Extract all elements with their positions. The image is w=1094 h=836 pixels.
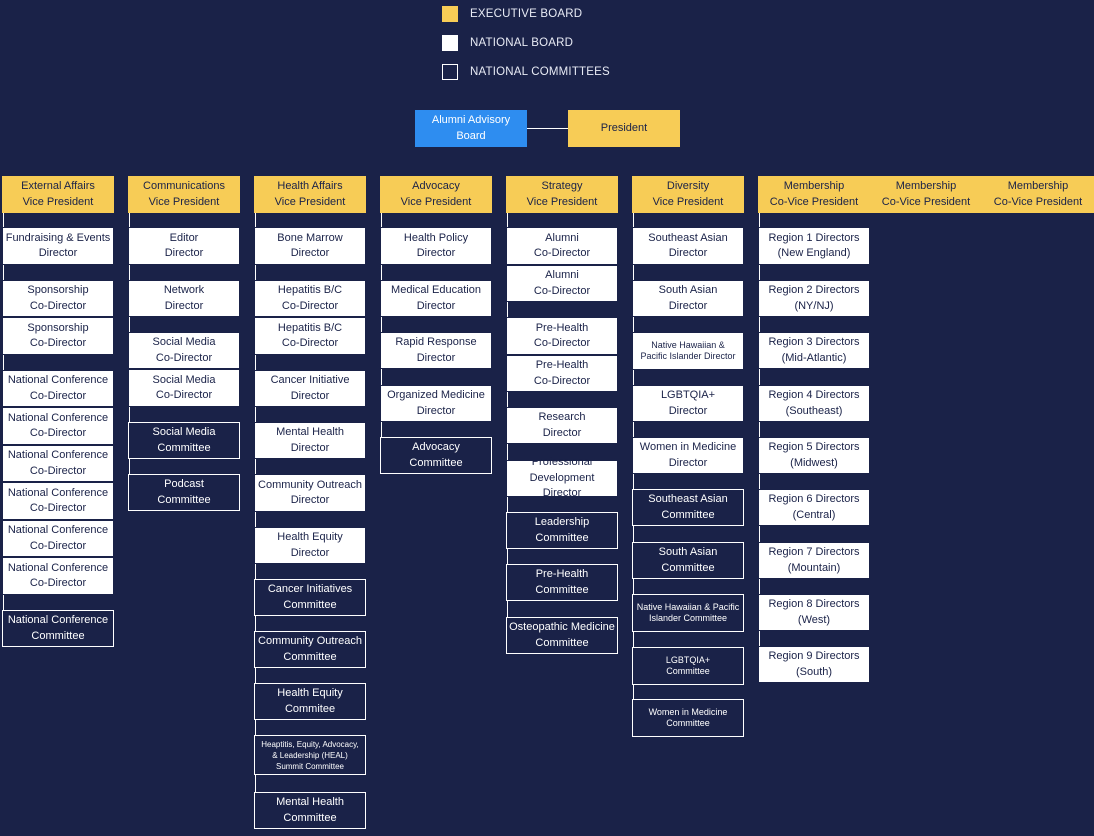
director-box: Social Media Co-Director xyxy=(128,332,240,369)
committee-box: Osteopathic Medicine Committee xyxy=(506,617,618,654)
committee-box: Mental Health Committee xyxy=(254,792,366,829)
committee-box: Southeast Asian Committee xyxy=(632,489,744,526)
vice-president-box: External Affairs Vice President xyxy=(2,176,114,213)
director-box: National Conference Co-Director xyxy=(2,445,114,482)
director-box: Alumni Co-Director xyxy=(506,227,618,265)
committee-box: LGBTQIA+ Committee xyxy=(632,647,744,685)
vice-president-box: Membership Co-Vice President xyxy=(982,176,1094,213)
director-box: Region 9 Directors (South) xyxy=(758,646,870,683)
director-box: National Conference Co-Director xyxy=(2,370,114,407)
committee-box: Cancer Initiatives Committee xyxy=(254,579,366,616)
director-box: LGBTQIA+ Director xyxy=(632,385,744,422)
vice-president-box: Communications Vice President xyxy=(128,176,240,213)
director-box: Rapid Response Director xyxy=(380,332,492,369)
director-box: Region 4 Directors (Southeast) xyxy=(758,385,870,422)
director-box: Professional Development Director xyxy=(506,456,618,499)
director-box: National Conference Co-Director xyxy=(2,482,114,520)
committee-box: South Asian Committee xyxy=(632,542,744,579)
column-connector-line xyxy=(633,213,634,737)
committee-box: Native Hawaiian & Pacific Islander Commi… xyxy=(632,594,744,632)
committee-box: Leadership Committee xyxy=(506,512,618,549)
director-box: Health Policy Director xyxy=(380,227,492,265)
director-box: Fundraising & Events Director xyxy=(2,227,114,265)
legend-label: EXECUTIVE BOARD xyxy=(470,8,583,20)
director-box: Sponsorship Co-Director xyxy=(2,280,114,317)
director-box: Bone Marrow Director xyxy=(254,227,366,265)
director-box: Network Director xyxy=(128,280,240,317)
director-box: Region 3 Directors (Mid-Atlantic) xyxy=(758,332,870,369)
director-box: Native Hawaiian & Pacific Islander Direc… xyxy=(632,332,744,370)
national-board-swatch-icon xyxy=(442,35,458,51)
committee-box: Advocacy Committee xyxy=(380,437,492,474)
committee-box: Women in Medicine Committee xyxy=(632,699,744,737)
director-box: Cancer Initiative Director xyxy=(254,370,366,407)
legend-label: NATIONAL COMMITTEES xyxy=(470,66,610,78)
committee-box: Community Outreach Committee xyxy=(254,631,366,668)
director-box: Region 6 Directors (Central) xyxy=(758,489,870,526)
legend-label: NATIONAL BOARD xyxy=(470,37,574,49)
advisory-president-connector xyxy=(527,128,568,129)
committee-box: Social Media Committee xyxy=(128,422,240,459)
vice-president-box: Health Affairs Vice President xyxy=(254,176,366,213)
alumni-advisory-board-box: Alumni Advisory Board xyxy=(415,110,527,147)
director-box: Region 5 Directors (Midwest) xyxy=(758,437,870,474)
director-box: National Conference Co-Director xyxy=(2,520,114,557)
director-box: Mental Health Director xyxy=(254,422,366,459)
column-connector-line xyxy=(255,213,256,829)
director-box: South Asian Director xyxy=(632,280,744,317)
director-box: National Conference Co-Director xyxy=(2,407,114,445)
director-box: Hepatitis B/C Co-Director xyxy=(254,280,366,317)
director-box: Alumni Co-Director xyxy=(506,265,618,302)
director-box: Women in Medicine Director xyxy=(632,437,744,474)
vice-president-box: Diversity Vice President xyxy=(632,176,744,213)
director-box: National Conference Co-Director xyxy=(2,557,114,595)
vice-president-box: Advocacy Vice President xyxy=(380,176,492,213)
legend-item-executive: EXECUTIVE BOARD xyxy=(442,5,582,23)
director-box: Research Director xyxy=(506,407,618,444)
committee-swatch-icon xyxy=(442,64,458,80)
vice-president-box: Membership Co-Vice President xyxy=(758,176,870,213)
director-box: Pre-Health Co-Director xyxy=(506,355,618,392)
executive-swatch-icon xyxy=(442,6,458,22)
director-box: Region 1 Directors (New England) xyxy=(758,227,870,265)
director-box: Organized Medicine Director xyxy=(380,385,492,422)
director-box: Sponsorship Co-Director xyxy=(2,317,114,355)
legend-item-committees: NATIONAL COMMITTEES xyxy=(442,63,610,81)
committee-box: Podcast Committee xyxy=(128,474,240,511)
vice-president-box: Strategy Vice President xyxy=(506,176,618,213)
director-box: Health Equity Director xyxy=(254,527,366,564)
vice-president-box: Membership Co-Vice President xyxy=(870,176,982,213)
committee-box: Heaptitis, Equity, Advocacy, & Leadershi… xyxy=(254,735,366,775)
president-box: President xyxy=(568,110,680,147)
director-box: Pre-Health Co-Director xyxy=(506,317,618,355)
director-box: Hepatitis B/C Co-Director xyxy=(254,317,366,355)
committee-box: National Conference Committee xyxy=(2,610,114,647)
director-box: Medical Education Director xyxy=(380,280,492,317)
director-box: Region 8 Directors (West) xyxy=(758,594,870,631)
director-box: Community Outreach Director xyxy=(254,474,366,512)
director-box: Editor Director xyxy=(128,227,240,265)
director-box: Southeast Asian Director xyxy=(632,227,744,265)
committee-box: Health Equity Commitee xyxy=(254,683,366,720)
legend-item-national-board: NATIONAL BOARD xyxy=(442,34,573,52)
director-box: Social Media Co-Director xyxy=(128,369,240,407)
committee-box: Pre-Health Committee xyxy=(506,564,618,601)
director-box: Region 7 Directors (Mountain) xyxy=(758,542,870,579)
director-box: Region 2 Directors (NY/NJ) xyxy=(758,280,870,317)
